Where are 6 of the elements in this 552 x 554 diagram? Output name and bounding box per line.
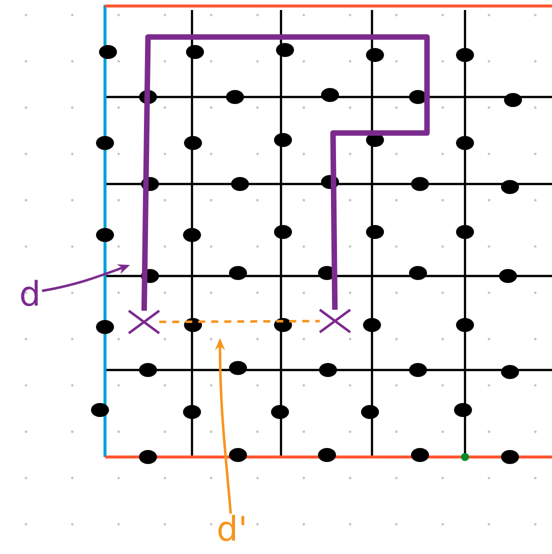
cross-mark xyxy=(128,310,160,334)
handwritten-label: d' xyxy=(218,514,244,542)
handwritten-label: d xyxy=(21,280,38,306)
path-line xyxy=(141,34,430,311)
dashed-line xyxy=(159,320,320,324)
cross-mark xyxy=(318,308,352,334)
